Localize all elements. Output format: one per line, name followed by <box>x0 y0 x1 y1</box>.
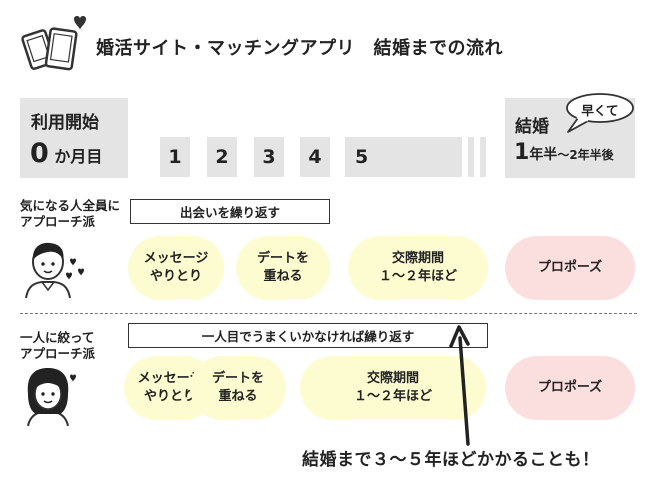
start-label: 利用開始 <box>31 113 99 133</box>
month-2: 2 <box>207 137 237 177</box>
marry-value: 1年半～2年半後 <box>514 140 614 165</box>
group1-step-dating-period: 交際期間 １～２年ほど <box>348 236 488 300</box>
phone-tablet-heart-icon <box>21 16 86 71</box>
group-divider <box>20 313 637 314</box>
duration-note: 結婚まで３～５年ほどかかることも！ <box>302 450 600 470</box>
start-value-unit: か月目 <box>54 147 103 166</box>
group2-label-line1: 一人に絞って <box>20 330 95 345</box>
group1-step-message: メッセージ やりとり <box>128 236 224 300</box>
marry-value-rest: ～2年半後 <box>557 148 614 162</box>
timeline-break-stripe <box>480 137 486 177</box>
man-avatar-icon <box>25 242 84 299</box>
month-4: 4 <box>300 137 330 177</box>
group2-label-line2: アプローチ派 <box>20 346 96 361</box>
group1-repeat-label: 出会いを繰り返す <box>130 199 330 224</box>
group1-label-line1: 気になる人全員に <box>20 198 121 213</box>
group2-label: 一人に絞って アプローチ派 <box>20 330 95 362</box>
group1-label-line2: アプローチ派 <box>20 214 96 229</box>
arrow-up-icon <box>449 325 470 446</box>
group2-step-dating-period: 交際期間 １～２年ほど <box>300 356 486 420</box>
group1-label: 気になる人全員に アプローチ派 <box>20 198 120 230</box>
timeline-break-stripe <box>468 137 474 177</box>
month-1: 1 <box>160 137 190 177</box>
woman-avatar-icon <box>27 368 76 427</box>
speech-bubble-text: 早くて <box>581 103 619 118</box>
group2-step-proposal: プロポーズ <box>505 356 635 420</box>
speech-bubble <box>566 93 634 133</box>
marry-value-unit: 年半 <box>529 147 558 163</box>
group2-repeat-label: 一人目でうまくいかなければ繰り返す <box>128 323 488 348</box>
month-3: 3 <box>254 137 284 177</box>
group1-step-date: デートを 重ねる <box>236 236 330 300</box>
marry-label: 結婚 <box>515 117 549 137</box>
month-5: 5 <box>345 137 462 177</box>
page-title: 婚活サイト・マッチングアプリ 結婚までの流れ <box>96 38 503 59</box>
marry-value-number: 1 <box>514 140 530 165</box>
group1-step-proposal: プロポーズ <box>505 236 635 300</box>
start-box <box>20 98 128 178</box>
group2-step-date: デートを 重ねる <box>190 356 286 420</box>
start-value-number: 0 <box>30 138 49 169</box>
start-value: 0 か月目 <box>30 138 102 169</box>
